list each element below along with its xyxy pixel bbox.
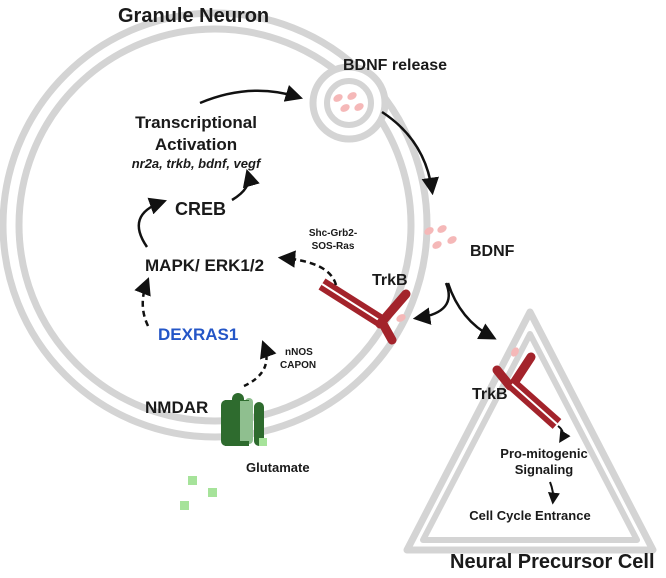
bdnf-particle xyxy=(354,103,364,111)
trkb-neuron-label: TrkB xyxy=(372,272,408,289)
promitogenic-label-line1: Pro-mitogenic xyxy=(500,446,587,461)
shc-grb2-label-line1: Shc-Grb2- xyxy=(309,228,357,239)
granule-neuron-membrane xyxy=(0,9,431,441)
neural-precursor-cell-title: Neural Precursor Cell xyxy=(450,551,655,573)
bdnf-release-label: BDNF release xyxy=(343,57,447,74)
release-vesicle xyxy=(309,63,389,143)
capon-label: CAPON xyxy=(280,360,316,371)
nmdar-receptor xyxy=(221,393,264,446)
bdnf-particle xyxy=(340,104,350,112)
bdnf-bound-particle xyxy=(511,347,519,357)
glutamate-particles xyxy=(180,438,267,510)
nnos-label: nNOS xyxy=(285,347,313,358)
nmdar-label: NMDAR xyxy=(145,398,208,417)
transcription-label-line1: Transcriptional xyxy=(135,113,257,132)
pathway-arrows xyxy=(134,84,571,505)
trkb-precursor-label: TrkB xyxy=(472,386,508,403)
granule-neuron-title: Granule Neuron xyxy=(118,5,269,27)
arrow-nmdar-to-dexras xyxy=(243,340,277,388)
arrow-transcription-to-release xyxy=(199,84,304,105)
shc-grb2-label-line2: SOS-Ras xyxy=(312,241,355,252)
trkb-receptor-precursor xyxy=(492,347,562,429)
bdnf-label: BDNF xyxy=(470,243,515,260)
transcription-label-line2: Activation xyxy=(155,135,237,154)
arrow-shc-to-mapk xyxy=(277,250,338,286)
arrow-promitogenic-to-cellcycle xyxy=(547,481,560,505)
bdnf-bound-particle xyxy=(396,314,406,322)
bdnf-free-particles xyxy=(424,225,457,249)
arrow-release-to-bdnf xyxy=(381,110,439,196)
mapk-erk-label: MAPK/ ERK1/2 xyxy=(145,256,264,275)
arrow-mapk-to-creb xyxy=(137,197,167,248)
arrow-trkb-to-promitogenic xyxy=(557,425,571,444)
bdnf-particle xyxy=(333,94,343,102)
trkb-receptor-neuron xyxy=(318,278,411,345)
arrow-dexras-to-mapk xyxy=(134,277,151,327)
glutamate-label: Glutamate xyxy=(246,460,310,475)
arrow-bdnf-to-trkb-precursor xyxy=(446,282,497,340)
target-genes-label: nr2a, trkb, bdnf, vegf xyxy=(132,156,262,171)
creb-label: CREB xyxy=(175,199,226,219)
dexras1-label: DEXRAS1 xyxy=(158,325,238,344)
neural-precursor-cell-membrane xyxy=(403,308,657,554)
arrow-bdnf-to-trkb-neuron xyxy=(412,282,450,325)
arrow-creb-to-transcription xyxy=(231,168,260,202)
promitogenic-label-line2: Signaling xyxy=(515,462,574,477)
cell-cycle-entrance-label: Cell Cycle Entrance xyxy=(469,508,590,523)
bdnf-particle xyxy=(347,92,357,100)
